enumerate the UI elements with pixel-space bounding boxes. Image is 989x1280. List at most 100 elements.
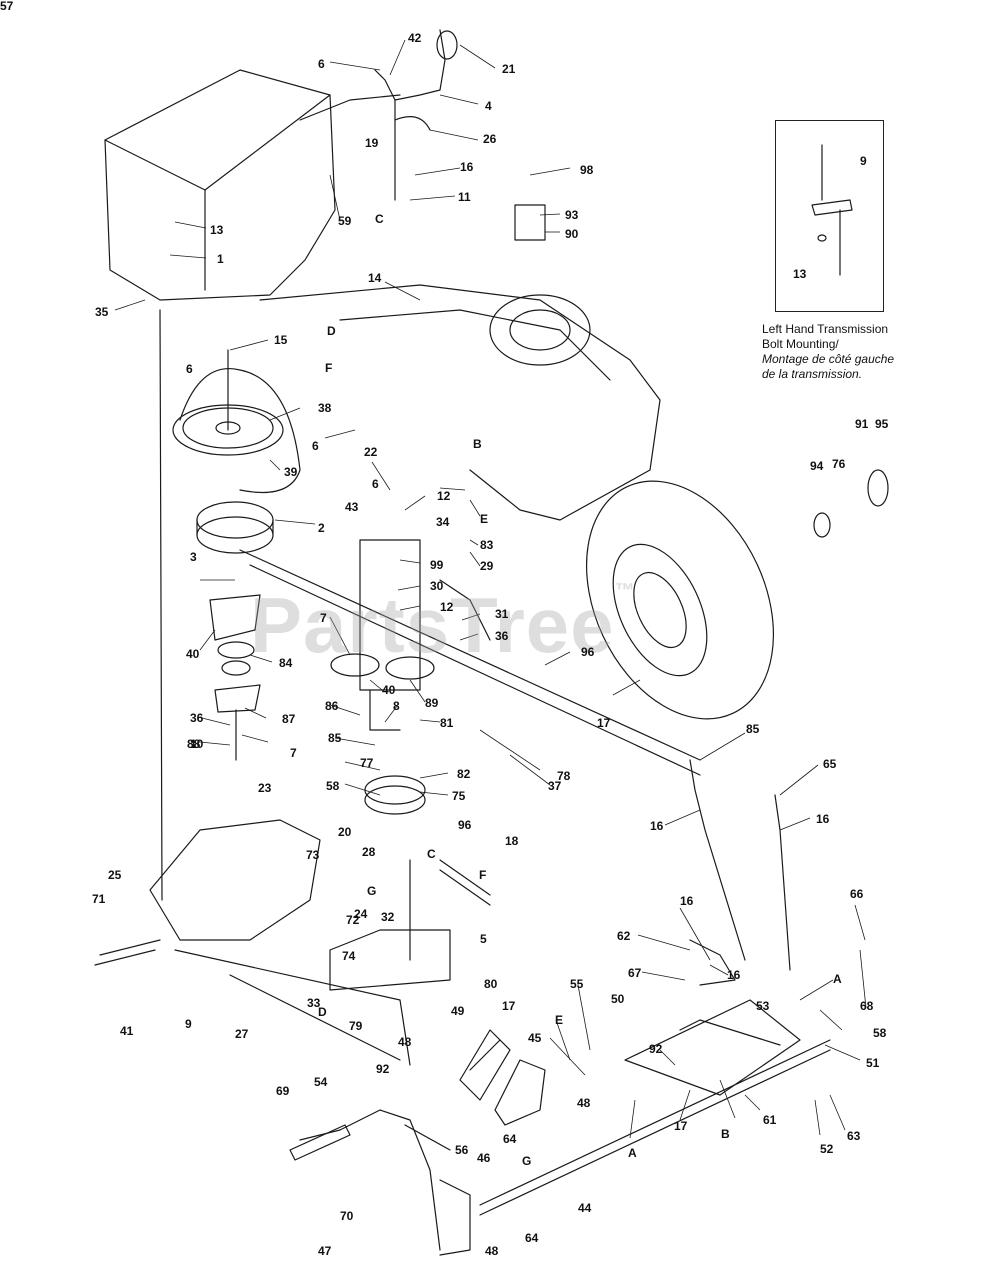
callout-label: 68 — [860, 999, 874, 1013]
callout-label: 88 — [187, 737, 201, 751]
callout-label: 89 — [425, 696, 439, 710]
callout-label: 5 — [480, 932, 487, 946]
callout-label: 83 — [480, 538, 494, 552]
callout-label: 16 — [650, 819, 664, 833]
transmission-housing — [104, 69, 336, 301]
callout-label: 9 — [185, 1017, 192, 1031]
callout-label: 63 — [847, 1129, 861, 1143]
callout-label: 43 — [345, 500, 359, 514]
drive-belt — [239, 549, 701, 776]
callout-label: 7 — [290, 746, 297, 760]
callout-label: 87 — [282, 712, 296, 726]
callout-label: 99 — [430, 558, 444, 572]
callout-label: 48 — [577, 1096, 591, 1110]
callout-label: 7 — [320, 611, 327, 625]
leader-lines — [114, 39, 867, 1139]
callout-label: 56 — [455, 1143, 469, 1157]
callout-label: 82 — [457, 767, 471, 781]
callout-label: B — [473, 437, 482, 451]
callout-label: 12 — [440, 600, 454, 614]
callout-label: 19 — [365, 136, 379, 150]
callout-label: 41 — [120, 1024, 134, 1038]
watermark-text: PartsTree — [250, 581, 615, 669]
callout-label: 58 — [326, 779, 340, 793]
callout-label: 35 — [95, 305, 109, 319]
callout-label: 85 — [746, 722, 760, 736]
wheel-tire — [585, 480, 775, 720]
callout-label: 30 — [430, 579, 444, 593]
callout-label: 40 — [382, 683, 396, 697]
callout-label: 8 — [393, 699, 400, 713]
housing-top — [104, 94, 331, 191]
callout-label: 6 — [372, 477, 379, 491]
callout-label: 6 — [312, 439, 319, 453]
callout-label: 23 — [258, 781, 272, 795]
callout-label: 15 — [274, 333, 288, 347]
callout-label: 31 — [495, 607, 509, 621]
callout-label: 3 — [190, 550, 197, 564]
callout-label: 64 — [525, 1231, 539, 1245]
vertical-rod — [159, 309, 163, 901]
callout-label: 6 — [186, 362, 193, 376]
callout-label: 70 — [340, 1209, 354, 1223]
callout-label: 94 — [810, 459, 824, 473]
callout-label: 47 — [318, 1244, 332, 1258]
callout-label: 46 — [477, 1151, 491, 1165]
callout-label: 52 — [820, 1142, 834, 1156]
callout-label: C — [427, 847, 436, 861]
brake-plate — [624, 999, 801, 1096]
callout-label: 18 — [505, 834, 519, 848]
callout-label: G — [522, 1154, 532, 1168]
callout-label: 55 — [570, 977, 584, 991]
callout-label: 16 — [816, 812, 830, 826]
callout-label: 92 — [376, 1062, 390, 1076]
callout-label: 36 — [495, 629, 509, 643]
callout-label: 44 — [578, 1201, 592, 1215]
callout-label: D — [318, 1005, 327, 1019]
callout-label: 12 — [437, 489, 451, 503]
callout-label: 20 — [338, 825, 352, 839]
callout-label: 34 — [436, 515, 450, 529]
callout-label: 96 — [581, 645, 595, 659]
callout-label: 22 — [364, 445, 378, 459]
callout-label: 80 — [484, 977, 498, 991]
callout-label: 40 — [186, 647, 200, 661]
callout-label: 16 — [727, 968, 741, 982]
callout-label: 76 — [832, 457, 846, 471]
pedal-55 — [459, 1029, 511, 1101]
callout-label: F — [479, 868, 487, 882]
callout-label: 37 — [548, 779, 562, 793]
callout-label: 72 — [346, 913, 360, 927]
callout-label: 17 — [502, 999, 516, 1013]
inset-caption: Left Hand Transmission Bolt Mounting/ Mo… — [762, 322, 894, 382]
rod-65 — [689, 759, 746, 961]
callout-label: 95 — [875, 417, 889, 431]
callout-label: 90 — [565, 227, 579, 241]
callout-label: F — [325, 361, 333, 375]
pulley-83 — [196, 501, 274, 539]
callout-label: 24 — [354, 907, 368, 921]
callout-label: 4 — [485, 99, 492, 113]
callout-label: 98 — [580, 163, 594, 177]
caption-line-1: Left Hand Transmission — [762, 322, 889, 336]
idler-arm — [359, 539, 421, 691]
callout-label: 29 — [480, 559, 494, 573]
callout-label: 36 — [190, 711, 204, 725]
callout-label: 13 — [210, 223, 224, 237]
chassis-frame-inner — [339, 309, 611, 381]
inset-label: 13 — [793, 267, 807, 281]
callout-label: 73 — [306, 848, 320, 862]
callout-label: 59 — [338, 214, 352, 228]
callout-label: E — [480, 512, 489, 526]
rod-33 — [229, 974, 401, 1061]
callout-label: A — [833, 972, 842, 986]
callout-label: 58 — [873, 1026, 887, 1040]
callout-label: 50 — [611, 992, 625, 1006]
callout-label: D — [327, 324, 336, 338]
callout-label: 74 — [342, 949, 356, 963]
callout-label: 79 — [349, 1019, 363, 1033]
callout-label: 54 — [314, 1075, 328, 1089]
callout-label: 6 — [318, 57, 325, 71]
callout-label: 1 — [217, 252, 224, 266]
